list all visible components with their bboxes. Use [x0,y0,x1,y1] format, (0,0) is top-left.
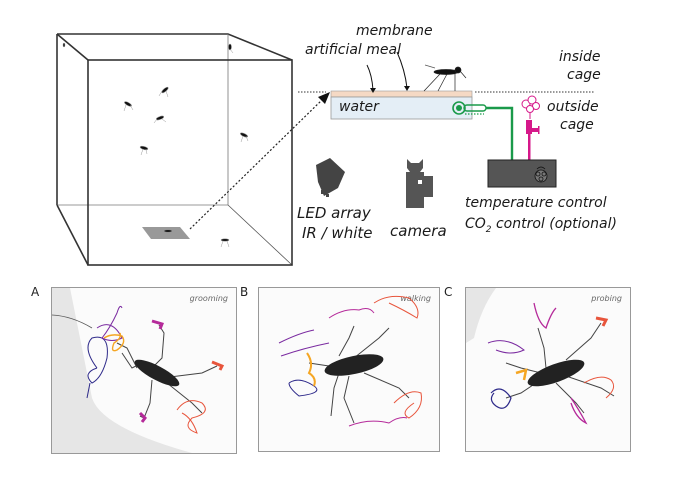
water-label: water [339,99,379,115]
co2-suffix: control (optional) [491,216,617,232]
co2-prefix: CO [465,216,486,232]
inside-cage-label-line1: inside [559,49,601,65]
panel-title-probing: probing [591,294,622,303]
led-array-label-line2: IR / white [302,224,373,242]
leg-track-proboscis [515,368,528,381]
panel-letter-c: C [444,285,453,299]
leg-track-hind-1 [595,316,609,327]
leg-track-hind-2 [583,376,615,399]
led-array-label-line1: LED array [297,204,371,222]
temperature-control-label: temperature control [465,195,607,211]
water-reservoir [330,96,473,120]
dotted-arrow [189,96,326,230]
raspberry-pi-icon [534,166,548,183]
leg-track-mid-1 [328,308,375,319]
arrow-head [318,92,330,104]
leg-track-front-left [490,388,512,409]
cage-diagram [56,33,595,266]
probing-tracks [466,288,615,425]
co2-subscript: 2 [485,224,492,235]
panel-grooming: grooming [51,287,237,454]
grooming-tracks [52,288,225,453]
artificial-meal-label: artificial meal [305,42,401,58]
panel-letter-b: B [240,285,249,299]
panel-letter-a: A [31,285,40,299]
panel-title-walking: walking [400,294,431,303]
walking-tracks [278,295,422,427]
leg-track-front-left [86,336,108,399]
leg-track-mid-2 [570,397,588,425]
artificial-meal-layer [330,90,473,98]
mosquito-body [527,359,585,387]
leg-track-mid-1 [151,319,165,330]
leg-track-hind-2 [393,391,422,419]
mosquito-body [324,354,384,376]
landing-pad [142,227,190,239]
meal-arrow [366,64,374,91]
leg-track-hind-1 [373,295,419,319]
outside-cage-label-line2: cage [560,117,594,133]
thermistor-icon [452,101,487,115]
co2-control-label: CO2 control (optional) [465,216,617,235]
mosquito-body [134,359,180,387]
led-array-icon [316,156,348,197]
temperature-cable [486,106,514,160]
panel-probing: probing [465,287,631,452]
feeding-mosquito-icon [423,64,467,92]
camera-label: camera [390,222,447,240]
leg-track-front-left [288,379,318,397]
leg-track-hind-2 [176,400,206,434]
leg-track-hind-1 [211,360,225,371]
outside-cage-label-line1: outside [547,99,599,115]
panel-walking: walking [258,287,440,452]
cage-edge-shadow [466,288,496,343]
leg-track-front-left-2 [96,305,123,341]
controller-box [487,159,557,188]
cage-back-edges [57,33,293,61]
leg-track-front-left-2 [487,340,525,354]
co2-valve-icon [526,120,540,160]
panel-title-grooming: grooming [189,294,228,303]
membrane-label: membrane [356,23,433,39]
leg-track-mid-2 [348,417,408,427]
co2-cloud-icon [521,95,540,119]
mosquito-icons [62,42,249,248]
camera-icon [406,159,433,208]
leg-track-front-left-2 [278,329,330,357]
leg-track-proboscis [103,332,125,352]
membrane-arrow [396,51,408,89]
leg-track-mid-1 [533,302,557,329]
leg-track-proboscis [306,352,316,387]
inside-cage-label-line2: cage [567,67,601,83]
cage-edge-shadow [52,288,192,453]
leg-track-mid-2 [138,411,147,423]
cage-front-face [87,59,293,266]
